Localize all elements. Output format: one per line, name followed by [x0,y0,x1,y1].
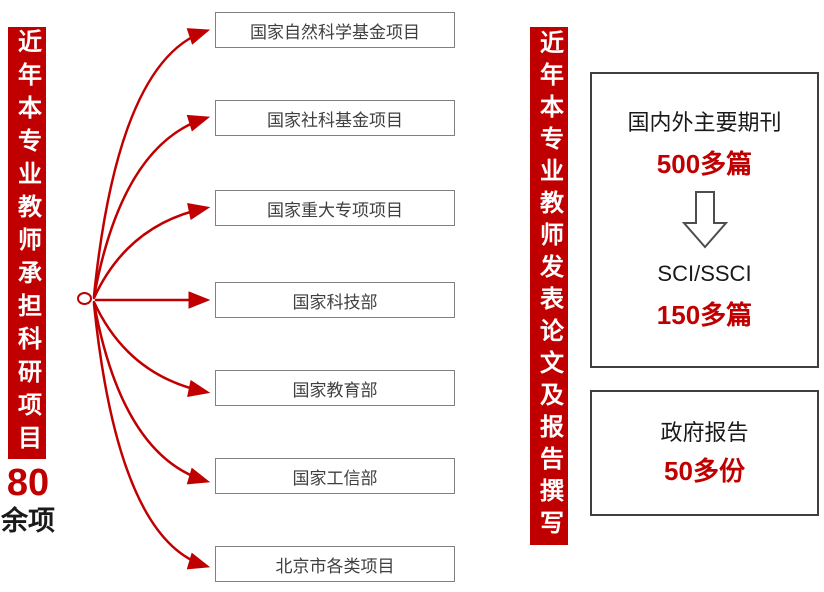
project-box: 国家社科基金项目 [215,100,455,136]
reports-label: 政府报告 [660,420,749,445]
reports-count: 50多份 [664,456,745,486]
project-box: 国家科技部 [215,282,455,318]
connector-arrow [92,202,211,300]
fan-origin-node [77,292,92,305]
papers-journal-label: 国内外主要期刊 [627,110,782,135]
project-count-block: 80 余项 [0,462,56,538]
connector-arrow [92,114,211,299]
project-count: 80 [6,462,50,504]
project-box: 北京市各类项目 [215,546,455,582]
connector-arrow [92,300,211,398]
project-box: 国家重大专项项目 [215,190,455,226]
connector-arrow [92,301,211,485]
project-box: 国家教育部 [215,370,455,406]
papers-journal-count: 500多篇 [656,149,753,179]
down-arrow-icon [681,191,728,249]
left-banner: 近年本专业教师承担科研项目 [8,27,46,459]
reports-box: 政府报告 50多份 [590,390,819,516]
project-box: 国家自然科学基金项目 [215,12,455,48]
right-banner: 近年本专业教师发表论文及报告撰写 [530,27,568,545]
project-box: 国家工信部 [215,458,455,494]
papers-sci-label: SCI/SSCI [657,261,752,286]
project-count-unit: 余项 [1,506,55,536]
papers-sci-count: 150多篇 [656,300,753,330]
connector-arrow [92,302,211,570]
connector-arrow [92,28,211,298]
papers-box: 国内外主要期刊 500多篇 SCI/SSCI 150多篇 [590,72,819,368]
